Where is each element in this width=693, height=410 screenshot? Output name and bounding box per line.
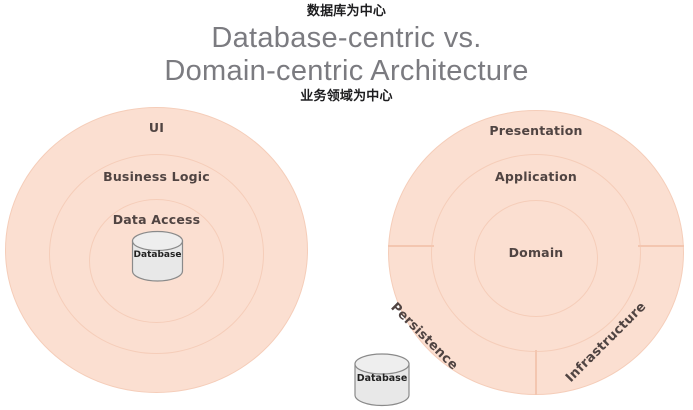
page-title: Database-centric vs. Domain-centric Arch… [0, 22, 693, 87]
page-title-line-2: Domain-centric Architecture [164, 54, 529, 87]
database-icon [131, 230, 184, 282]
ring-label-presentation: Presentation [489, 123, 583, 138]
page-title-line-1: Database-centric vs. [211, 22, 482, 55]
database-cylinder-left[interactable]: Database [129, 230, 186, 282]
chinese-caption-top: 数据库为中心 [306, 4, 387, 19]
ring-domain[interactable]: Domain [474, 200, 598, 317]
domain-centric-diagram: Presentation Application Domain Persiste… [387, 110, 684, 395]
ring-label-domain: Domain [508, 245, 564, 260]
sector-divider-bottom [535, 350, 537, 395]
sector-divider-right [638, 245, 684, 247]
title-block: 数据库为中心 Database-centric vs. Domain-centr… [0, 0, 693, 105]
database-label-bottom: Database [356, 373, 408, 384]
ring-label-ui: UI [148, 120, 165, 135]
ring-label-application: Application [495, 169, 577, 184]
sector-divider-left [388, 245, 434, 247]
database-icon [354, 353, 410, 407]
ring-label-business-logic: Business Logic [103, 169, 210, 184]
chinese-caption-bottom: 业务领域为中心 [300, 89, 393, 105]
database-centric-diagram: UI Business Logic Data Access Database [5, 107, 308, 393]
database-cylinder-bottom[interactable]: Database [351, 352, 413, 407]
ring-label-data-access: Data Access [112, 212, 201, 227]
database-label-left: Database [133, 250, 182, 260]
